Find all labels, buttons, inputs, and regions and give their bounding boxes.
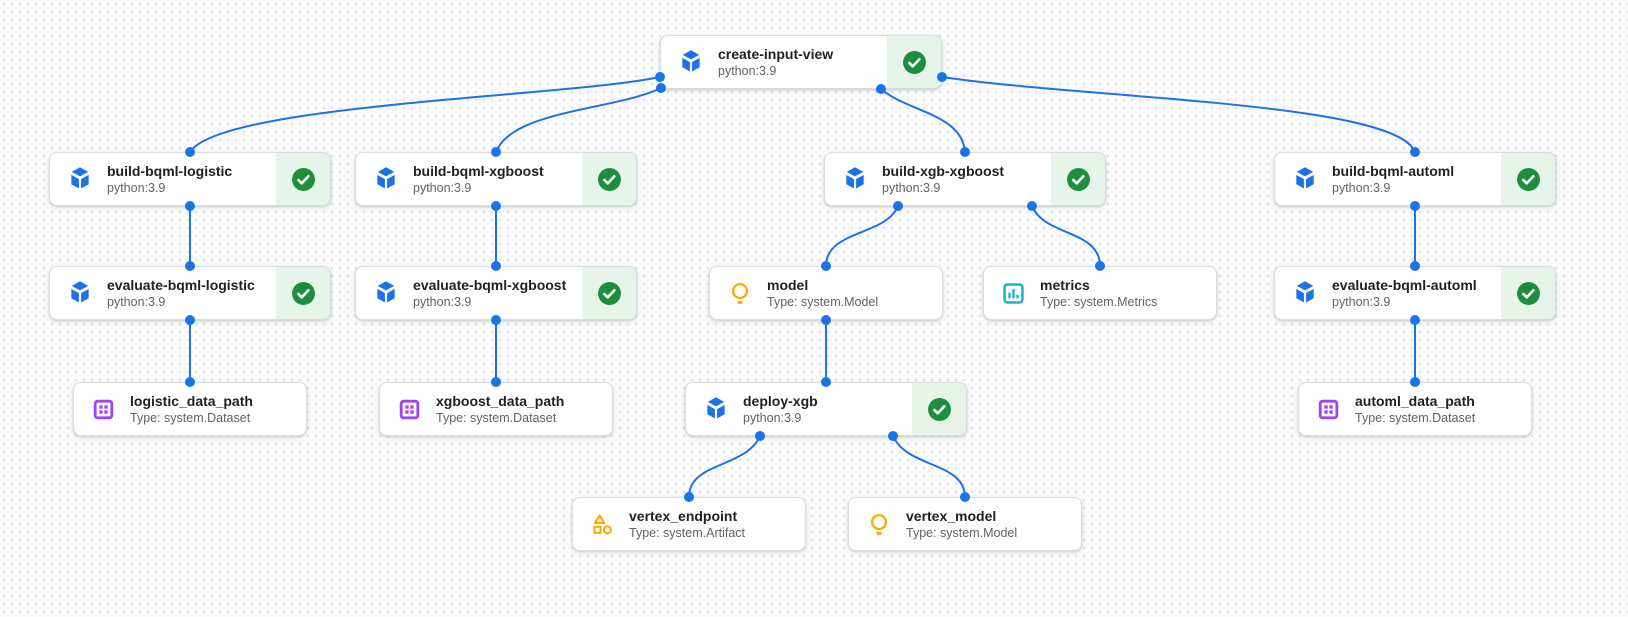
node-title: metrics [1040, 276, 1090, 293]
lightbulb-icon [727, 280, 753, 306]
status-badge [1501, 153, 1555, 205]
check-success-icon [291, 281, 316, 306]
node-subtitle: Type: system.Dataset [130, 410, 251, 425]
status-badge [1051, 153, 1105, 205]
pipeline-component-icon [842, 166, 868, 192]
node-subtitle: python:3.9 [413, 294, 472, 309]
check-success-icon [597, 281, 622, 306]
edge-build-bqml-logistic-to-evaluate-bqml-logistic [185, 201, 195, 271]
node-title: build-bqml-automl [1332, 162, 1455, 179]
check-success-icon [927, 397, 952, 422]
status-badge [887, 36, 941, 88]
pipeline-component-icon [1292, 280, 1318, 306]
node-title: build-bqml-xgboost [413, 162, 544, 179]
edge-build-xgb-xgboost-to-model [821, 201, 903, 271]
edge-deploy-xgb-to-vertex-model [888, 431, 970, 502]
edge-create-input-view-to-build-bqml-xgboost [491, 83, 666, 157]
pipeline-component-icon [67, 166, 93, 192]
node-title: build-xgb-xgboost [882, 162, 1005, 179]
check-success-icon [1516, 281, 1541, 306]
dataset-icon [91, 397, 116, 422]
dataset-icon [397, 397, 422, 422]
status-badge [276, 153, 330, 205]
node-title: build-bqml-logistic [107, 162, 233, 179]
pipeline-component-icon [1292, 166, 1318, 192]
edge-evaluate-bqml-logistic-to-logistic-data-path [185, 315, 195, 387]
edge-create-input-view-to-build-xgb-xgboost [876, 84, 970, 157]
node-title: deploy-xgb [743, 392, 818, 409]
metrics-chart-icon [1001, 281, 1026, 306]
node-subtitle: Type: system.Model [767, 294, 879, 309]
artifact-shapes-icon [590, 512, 615, 537]
node-subtitle: python:3.9 [107, 294, 166, 309]
node-subtitle: python:3.9 [1332, 180, 1391, 195]
pipeline-component-icon [703, 396, 729, 422]
pipeline-component-icon [373, 166, 399, 192]
node-subtitle: python:3.9 [1332, 294, 1391, 309]
status-badge [582, 267, 636, 319]
node-title: evaluate-bqml-automl [1332, 276, 1477, 293]
node-subtitle: Type: system.Model [906, 525, 1018, 540]
node-subtitle: python:3.9 [718, 63, 777, 78]
pipeline-component-icon [373, 280, 399, 306]
node-title: vertex_endpoint [629, 507, 738, 524]
edge-create-input-view-to-build-bqml-logistic [185, 72, 665, 157]
edge-evaluate-bqml-automl-to-automl-data-path [1410, 315, 1420, 387]
node-title: evaluate-bqml-xgboost [413, 276, 567, 293]
check-success-icon [1516, 167, 1541, 192]
node-subtitle: python:3.9 [743, 410, 802, 425]
node-subtitle: Type: system.Dataset [436, 410, 557, 425]
node-subtitle: Type: system.Metrics [1040, 294, 1158, 309]
pipeline-component-icon [67, 280, 93, 306]
node-subtitle: python:3.9 [107, 180, 166, 195]
node-title: evaluate-bqml-logistic [107, 276, 255, 293]
edge-model-to-deploy-xgb [821, 315, 831, 387]
node-subtitle: Type: system.Dataset [1355, 410, 1476, 425]
node-title: logistic_data_path [130, 392, 253, 409]
check-success-icon [291, 167, 316, 192]
edge-build-xgb-xgboost-to-metrics [1027, 201, 1105, 271]
check-success-icon [597, 167, 622, 192]
node-title: automl_data_path [1355, 392, 1475, 409]
status-badge [582, 153, 636, 205]
node-title: vertex_model [906, 507, 997, 524]
check-success-icon [902, 50, 927, 75]
status-badge [276, 267, 330, 319]
node-subtitle: python:3.9 [413, 180, 472, 195]
lightbulb-icon [866, 511, 892, 537]
check-success-icon [1066, 167, 1091, 192]
node-title: create-input-view [718, 45, 834, 62]
node-subtitle: Type: system.Artifact [629, 525, 746, 540]
dataset-icon [1316, 397, 1341, 422]
status-badge [1501, 267, 1555, 319]
node-subtitle: python:3.9 [882, 180, 941, 195]
edge-build-bqml-automl-to-evaluate-bqml-automl [1410, 201, 1420, 271]
edge-deploy-xgb-to-vertex-endpoint [684, 431, 765, 502]
pipeline-component-icon [678, 49, 704, 75]
status-badge [912, 383, 966, 435]
node-title: xgboost_data_path [436, 392, 565, 409]
edge-evaluate-bqml-xgboost-to-xgboost-data-path [491, 315, 501, 387]
node-title: model [767, 276, 809, 293]
edge-create-input-view-to-build-bqml-automl [937, 72, 1420, 157]
edge-build-bqml-xgboost-to-evaluate-bqml-xgboost [491, 201, 501, 271]
